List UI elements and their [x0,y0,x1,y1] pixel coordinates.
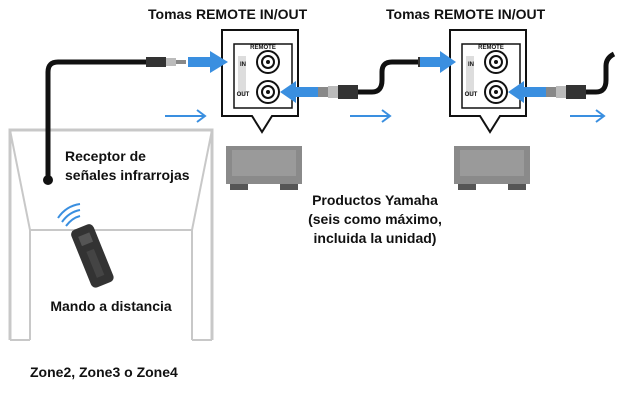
signal-arrow-icon [570,109,606,123]
signal-arrow-icon [350,109,392,123]
rca-jack-icon [256,80,280,104]
rca-jack-icon [484,80,508,104]
signal-arrow-icon [188,51,228,73]
zone-label: Zone2, Zone3 o Zone4 [30,364,178,380]
products-label-line2: (seis como máximo, [308,211,442,227]
ir-receiver-cable [43,57,186,185]
panel-in-1: IN [240,62,246,68]
signal-arrow-icon [508,81,546,103]
rca-jack-icon [484,50,508,74]
device-box-icon [226,146,302,190]
ir-receiver-label-line2: señales infrarrojas [65,167,190,183]
remote-control-icon [71,224,114,288]
products-label-line3: incluida la unidad) [313,230,437,246]
jack-panel-2: REMOTE IN OUT [420,29,546,134]
products-label-line1: Productos Yamaha [312,192,438,208]
panel-title-1: REMOTE [250,45,276,51]
jack-label-2: Tomas REMOTE IN/OUT [386,6,546,22]
device-box-icon [454,146,530,190]
signal-arrow-icon [420,51,456,73]
jack-label-1: Tomas REMOTE IN/OUT [148,6,308,22]
ir-signal-icon [57,203,81,227]
panel-out-1: OUT [237,92,250,98]
signal-arrow-icon [165,109,207,123]
panel-in-2: IN [468,62,474,68]
panel-title-2: REMOTE [478,45,504,51]
signal-arrow-icon [280,81,318,103]
link-cable-2 [546,51,616,99]
jack-panel-1: REMOTE IN OUT [188,29,318,134]
flow-arrows [165,109,606,123]
panel-out-2: OUT [465,92,478,98]
rca-jack-icon [256,50,280,74]
zone-room [8,128,214,341]
ir-receiver-label-line1: Receptor de [65,148,146,164]
remote-label: Mando a distancia [50,298,172,314]
